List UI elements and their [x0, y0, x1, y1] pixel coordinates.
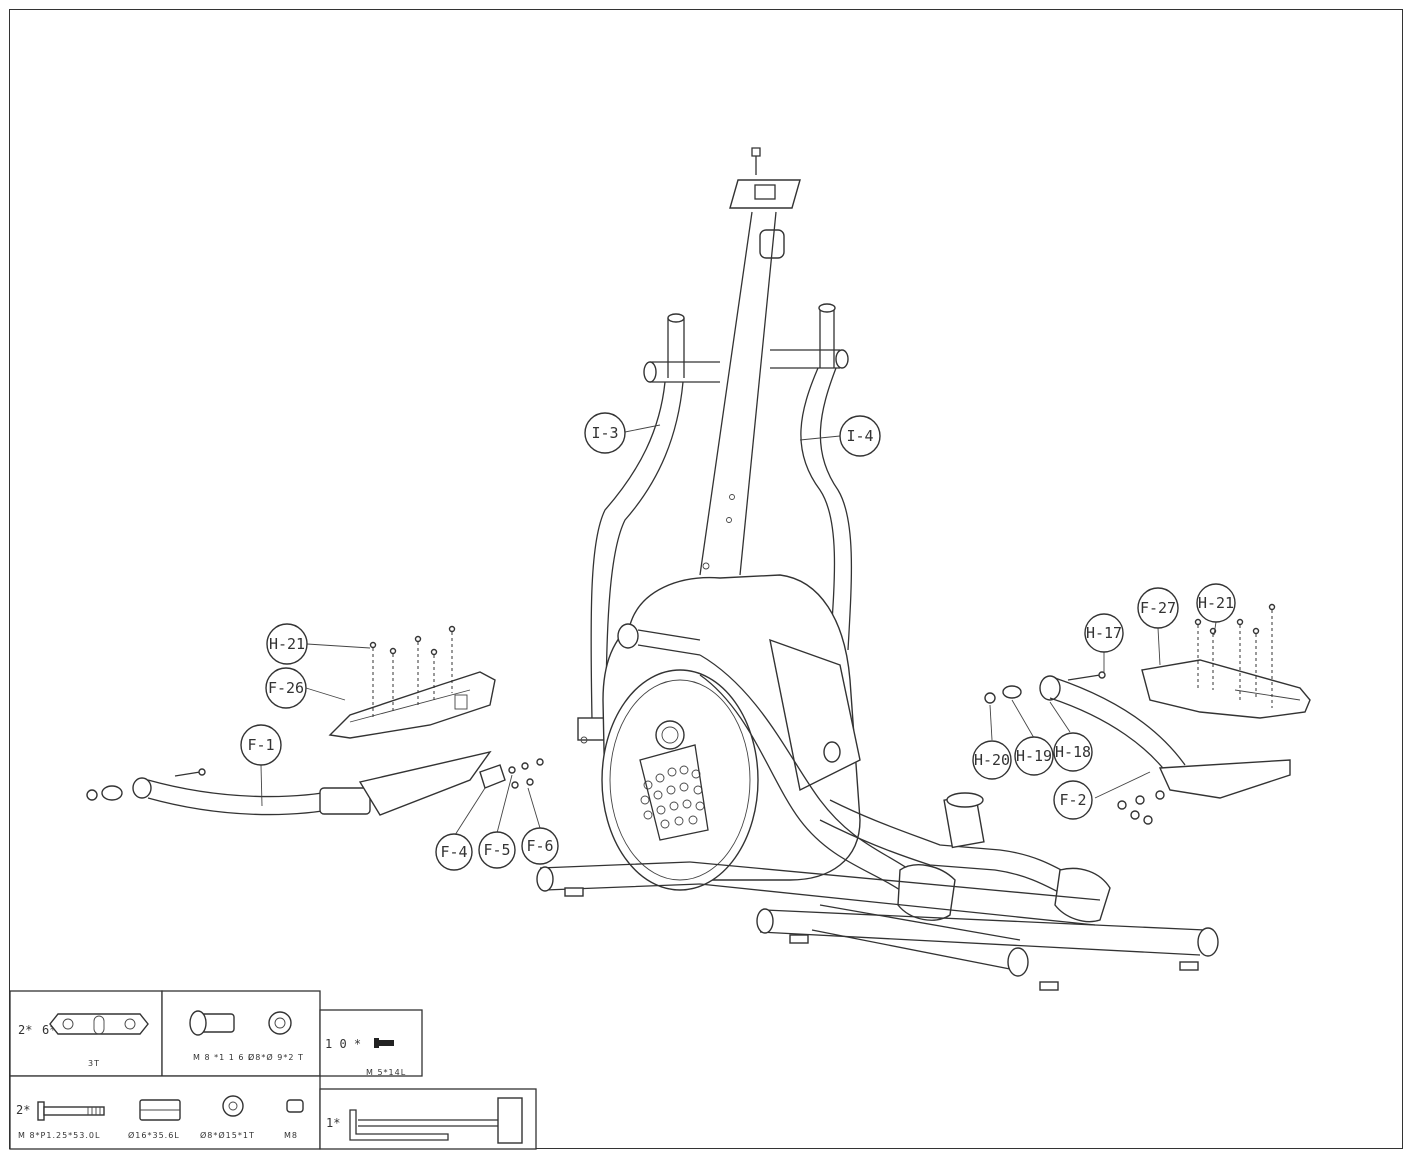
- callout-label: I-4: [846, 427, 873, 445]
- callout-H-21-right: H-21: [1196, 583, 1236, 623]
- leader-lines: [260, 424, 1217, 836]
- hardware-label: M 5*14L: [366, 1068, 406, 1077]
- callout-label: F-5: [483, 841, 510, 859]
- callout-label: H-20: [974, 751, 1010, 769]
- base-frame: [536, 861, 1219, 991]
- hardware-box-2: M 8 *1 1 6 L Ø8*Ø 9*2 T: [161, 990, 321, 1077]
- callout-H-19: H-19: [1014, 736, 1054, 776]
- callout-label: H-17: [1086, 624, 1122, 642]
- callout-label: H-21: [1198, 594, 1234, 612]
- callout-label: F-6: [526, 837, 553, 855]
- callout-label: H-21: [269, 635, 305, 653]
- callout-H-17: H-17: [1084, 613, 1124, 653]
- callout-label: F-2: [1059, 791, 1086, 809]
- right-pedal-arm-F2: [984, 671, 1291, 825]
- callout-label: F-4: [440, 843, 467, 861]
- left-pedal-cover-F26: [328, 625, 496, 739]
- callout-F-4: F-4: [435, 833, 473, 871]
- hardware-label: M8: [284, 1131, 298, 1140]
- hardware-box-1: 2* 6* 3T: [9, 990, 163, 1077]
- hardware-label: 3T: [88, 1059, 100, 1068]
- hardware-qty: 2*: [16, 1103, 30, 1117]
- hardware-label: Ø8*Ø15*1T: [200, 1130, 255, 1140]
- callout-label: F-27: [1140, 599, 1176, 617]
- hardware-label: M 8 *1 1 6 L: [193, 1053, 253, 1062]
- left-pedal-arm-F1: [86, 750, 492, 816]
- handlebar-right: [770, 303, 853, 651]
- hardware-qty: 2*: [18, 1023, 32, 1037]
- console-mast: [699, 147, 801, 576]
- drawing-frame: [9, 9, 1403, 1149]
- callout-label: F-26: [268, 679, 304, 697]
- callout-H-18: H-18: [1053, 732, 1093, 772]
- callout-F-2: F-2: [1053, 780, 1093, 820]
- callout-label: H-18: [1055, 743, 1091, 761]
- callout-label: H-19: [1016, 747, 1052, 765]
- flywheel-housing: [601, 574, 861, 891]
- callout-H-20: H-20: [972, 740, 1012, 780]
- hardware-qty: 1 0 *: [325, 1037, 361, 1051]
- callout-F-27: F-27: [1137, 587, 1179, 629]
- callout-label: I-3: [591, 424, 618, 442]
- hardware-box-5: 1*: [319, 1088, 537, 1150]
- callout-H-21-left: H-21: [266, 623, 308, 665]
- callout-I-3: I-3: [584, 412, 626, 454]
- callout-F-6: F-6: [521, 827, 559, 865]
- callout-F-5: F-5: [478, 831, 516, 869]
- callout-label: F-1: [247, 736, 274, 754]
- right-pedal-cover-F27: [1141, 603, 1311, 719]
- hardware-qty: 1*: [326, 1116, 340, 1130]
- hardware-label: Ø16*35.6L: [128, 1130, 180, 1140]
- callout-I-4: I-4: [839, 415, 881, 457]
- callout-F-1: F-1: [240, 724, 282, 766]
- hardware-label: Ø8*Ø 9*2 T: [248, 1052, 304, 1062]
- callout-F-26: F-26: [265, 667, 307, 709]
- hardware-label: M 8*P1.25*53.0L: [18, 1131, 100, 1140]
- hardware-box-4: 2* M 8*P1.25*53.0L Ø16*35.6L Ø8*Ø15*1T M…: [9, 1075, 321, 1150]
- left-bracket-hardware: [479, 758, 544, 789]
- hardware-box-3: 1 0 * M 5*14L: [319, 1009, 423, 1077]
